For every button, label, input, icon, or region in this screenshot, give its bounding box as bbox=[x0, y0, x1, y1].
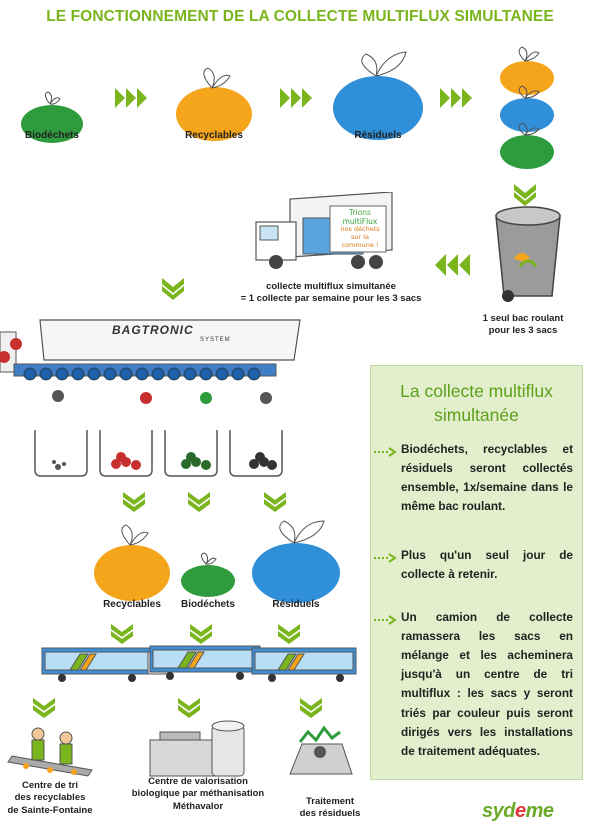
chevrons-down-row bbox=[123, 492, 286, 512]
rolling-bin-icon bbox=[495, 206, 561, 302]
green-bag-icon bbox=[181, 552, 235, 597]
destination-1-line1: Centre de tri bbox=[22, 780, 78, 791]
destination-2-line1: Centre de valorisation bbox=[148, 776, 248, 787]
truck-sign-line1: Trions bbox=[349, 208, 371, 217]
label-recyclables: Recyclables bbox=[185, 130, 243, 141]
page-title: LE FONCTIONNEMENT DE LA COLLECTE MULTIFL… bbox=[46, 8, 554, 25]
dotted-arrow-icon bbox=[374, 447, 397, 457]
destination-2-line3: Méthavalor bbox=[172, 800, 224, 812]
destination-3-line2: des résiduels bbox=[299, 808, 361, 820]
sorted-label-residuels: Résiduels bbox=[272, 599, 320, 610]
sorted-label-biodechets: Biodéchets bbox=[181, 599, 235, 610]
truck-caption-line1: collecte multiflux simultanée bbox=[266, 281, 396, 292]
panel-item-1: Biodéchets, recyclables et résiduels ser… bbox=[401, 442, 573, 514]
destination-1-line3: de Sainte-Fontaine bbox=[7, 804, 93, 816]
machine-brand: BAGTRONIC bbox=[112, 323, 194, 337]
chevron-right-icon bbox=[440, 88, 472, 108]
panel-title-line2: simultanée bbox=[434, 404, 519, 425]
blue-bag-icon bbox=[252, 520, 340, 603]
chevrons-down-row bbox=[33, 698, 322, 718]
destination-2-line2: biologique par méthanisation bbox=[131, 788, 265, 800]
sydeme-logo: sydeme bbox=[482, 800, 554, 823]
logo-part3: me bbox=[525, 800, 554, 822]
chevron-right-icon bbox=[115, 88, 147, 108]
dotted-arrow-icon bbox=[374, 615, 397, 625]
sorting-machine-graphic bbox=[0, 319, 301, 477]
sorted-label-recyclables: Recyclables bbox=[103, 599, 161, 610]
machine-sub: SYSTEM bbox=[200, 337, 231, 343]
panel-title: La collecte multiflux simultanée bbox=[371, 380, 582, 427]
orange-bag-icon bbox=[176, 67, 252, 141]
chevron-down-icon bbox=[514, 184, 536, 206]
destination-1-label: Centre de tri des recyclables de Sainte-… bbox=[0, 780, 100, 817]
destination-1-line2: des recyclables bbox=[14, 792, 86, 804]
methanisation-plant-icon bbox=[149, 720, 245, 777]
panel-item-2: Plus qu'un seul jour de collecte à reten… bbox=[401, 548, 573, 582]
panel-item-3: Un camion de collecte ramassera les sacs… bbox=[401, 610, 573, 758]
truck-sign-line3: nos déchets bbox=[340, 225, 380, 233]
destination-2-label: Centre de valorisation biologique par mé… bbox=[124, 776, 272, 813]
logo-part2: e bbox=[514, 800, 526, 822]
bin-caption: 1 seul bac roulant pour les 3 sacs bbox=[468, 313, 578, 338]
sorted-bags-graphic bbox=[94, 520, 340, 603]
sorting-center-icon bbox=[7, 727, 93, 777]
truck-caption: collecte multiflux simultanée = 1 collec… bbox=[226, 281, 436, 306]
stacked-bags-icon bbox=[500, 46, 554, 169]
chevrons-down-row bbox=[111, 624, 300, 644]
label-residuels: Résiduels bbox=[354, 130, 402, 141]
orange-bag-icon bbox=[94, 524, 170, 601]
residual-treatment-icon bbox=[289, 725, 353, 775]
chevron-right-icon bbox=[280, 88, 312, 108]
destination-3-line1: Traitement bbox=[305, 796, 355, 807]
truck-sign: Trions multiFlux nos déchets sur la comm… bbox=[334, 208, 386, 249]
chevron-down-icon bbox=[162, 278, 184, 300]
dotted-arrow-icon bbox=[374, 553, 397, 563]
truck-sign-line4: sur la commune ! bbox=[341, 232, 379, 249]
destination-3-label: Traitement des résiduels bbox=[290, 796, 370, 821]
chevron-left-icon bbox=[435, 254, 470, 276]
destinations-graphic bbox=[7, 720, 353, 777]
blue-bag-icon bbox=[333, 51, 423, 140]
green-bag-icon bbox=[21, 91, 83, 143]
panel-title-line1: La collecte multiflux bbox=[400, 381, 553, 401]
info-panel: La collecte multiflux simultanée Biodéch… bbox=[370, 365, 583, 780]
transport-trucks-graphic bbox=[41, 645, 357, 682]
collection-truck-icon bbox=[255, 192, 393, 269]
truck-sign-line2: multiFlux bbox=[342, 217, 378, 226]
truck-caption-line2: = 1 collecte par semaine pour les 3 sacs bbox=[240, 293, 422, 305]
bin-caption-line2: pour les 3 sacs bbox=[488, 325, 558, 337]
bin-caption-line1: 1 seul bac roulant bbox=[482, 313, 564, 324]
top-row-graphics bbox=[21, 46, 554, 169]
label-biodechets: Biodéchets bbox=[25, 130, 79, 141]
logo-part1: syd bbox=[482, 800, 515, 822]
